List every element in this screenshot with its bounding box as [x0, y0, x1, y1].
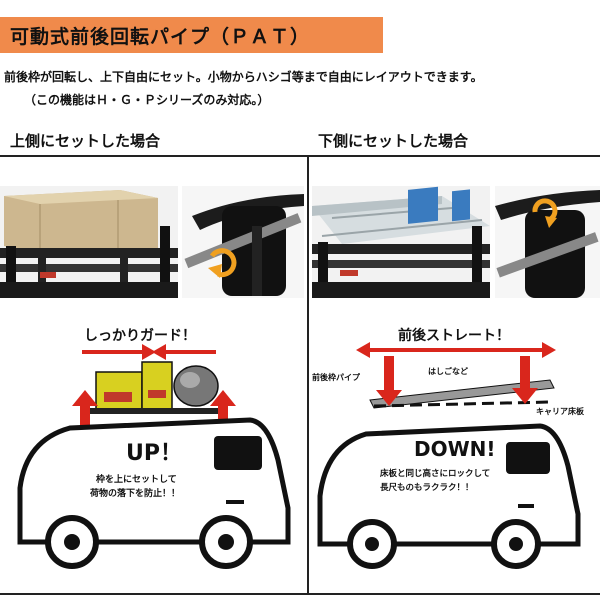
illustration-down: 前後ストレート！ 前後枠パイプ はしごなど キャリア床板 DOWN! 床板と同じ…: [310, 310, 600, 592]
page-title: 可動式前後回転パイプ（ＰＡＴ）: [10, 25, 311, 48]
left-heading: 上側にセットした場合: [10, 132, 161, 150]
top-divider: [0, 155, 600, 157]
description-line-2: （この機能はＨ・Ｇ・Ｐシリーズのみ対応。）: [24, 93, 270, 107]
photo-rotate-down: [495, 186, 600, 298]
description-line-1: 前後枠が回転し、上下自由にセット。小物からハシゴ等まで自由にレイアウトできます。: [4, 70, 483, 84]
down-sub-line-1: 床板と同じ高さにロックして: [380, 468, 490, 479]
carrier-label: キャリア床板: [536, 406, 585, 416]
right-heading: 下側にセットした場合: [318, 132, 469, 150]
photo-rotate-up: [182, 186, 304, 298]
illustration-up: しっかりガード！ UP！ 枠を上にセットして 荷物の落下を防止！！: [0, 310, 306, 592]
photo-rack-ladder: [312, 186, 490, 298]
guard-label: しっかりガード！: [84, 328, 196, 344]
photo-rack-boxes: [0, 186, 178, 298]
up-sub-line-1: 枠を上にセットして: [95, 473, 177, 485]
ladder-label: はしごなど: [428, 366, 468, 376]
down-sub-line-2: 長尺ものもラクラク！！: [380, 482, 474, 493]
title-banner: 可動式前後回転パイプ（ＰＡＴ）: [0, 17, 383, 53]
bottom-divider: [0, 593, 600, 595]
down-label: DOWN!: [414, 437, 496, 461]
up-label: UP！: [126, 441, 182, 466]
up-sub-line-2: 荷物の落下を防止！！: [89, 487, 180, 499]
straight-label: 前後ストレート！: [398, 327, 510, 344]
center-divider: [307, 155, 309, 595]
pipe-label: 前後枠パイプ: [312, 372, 361, 382]
